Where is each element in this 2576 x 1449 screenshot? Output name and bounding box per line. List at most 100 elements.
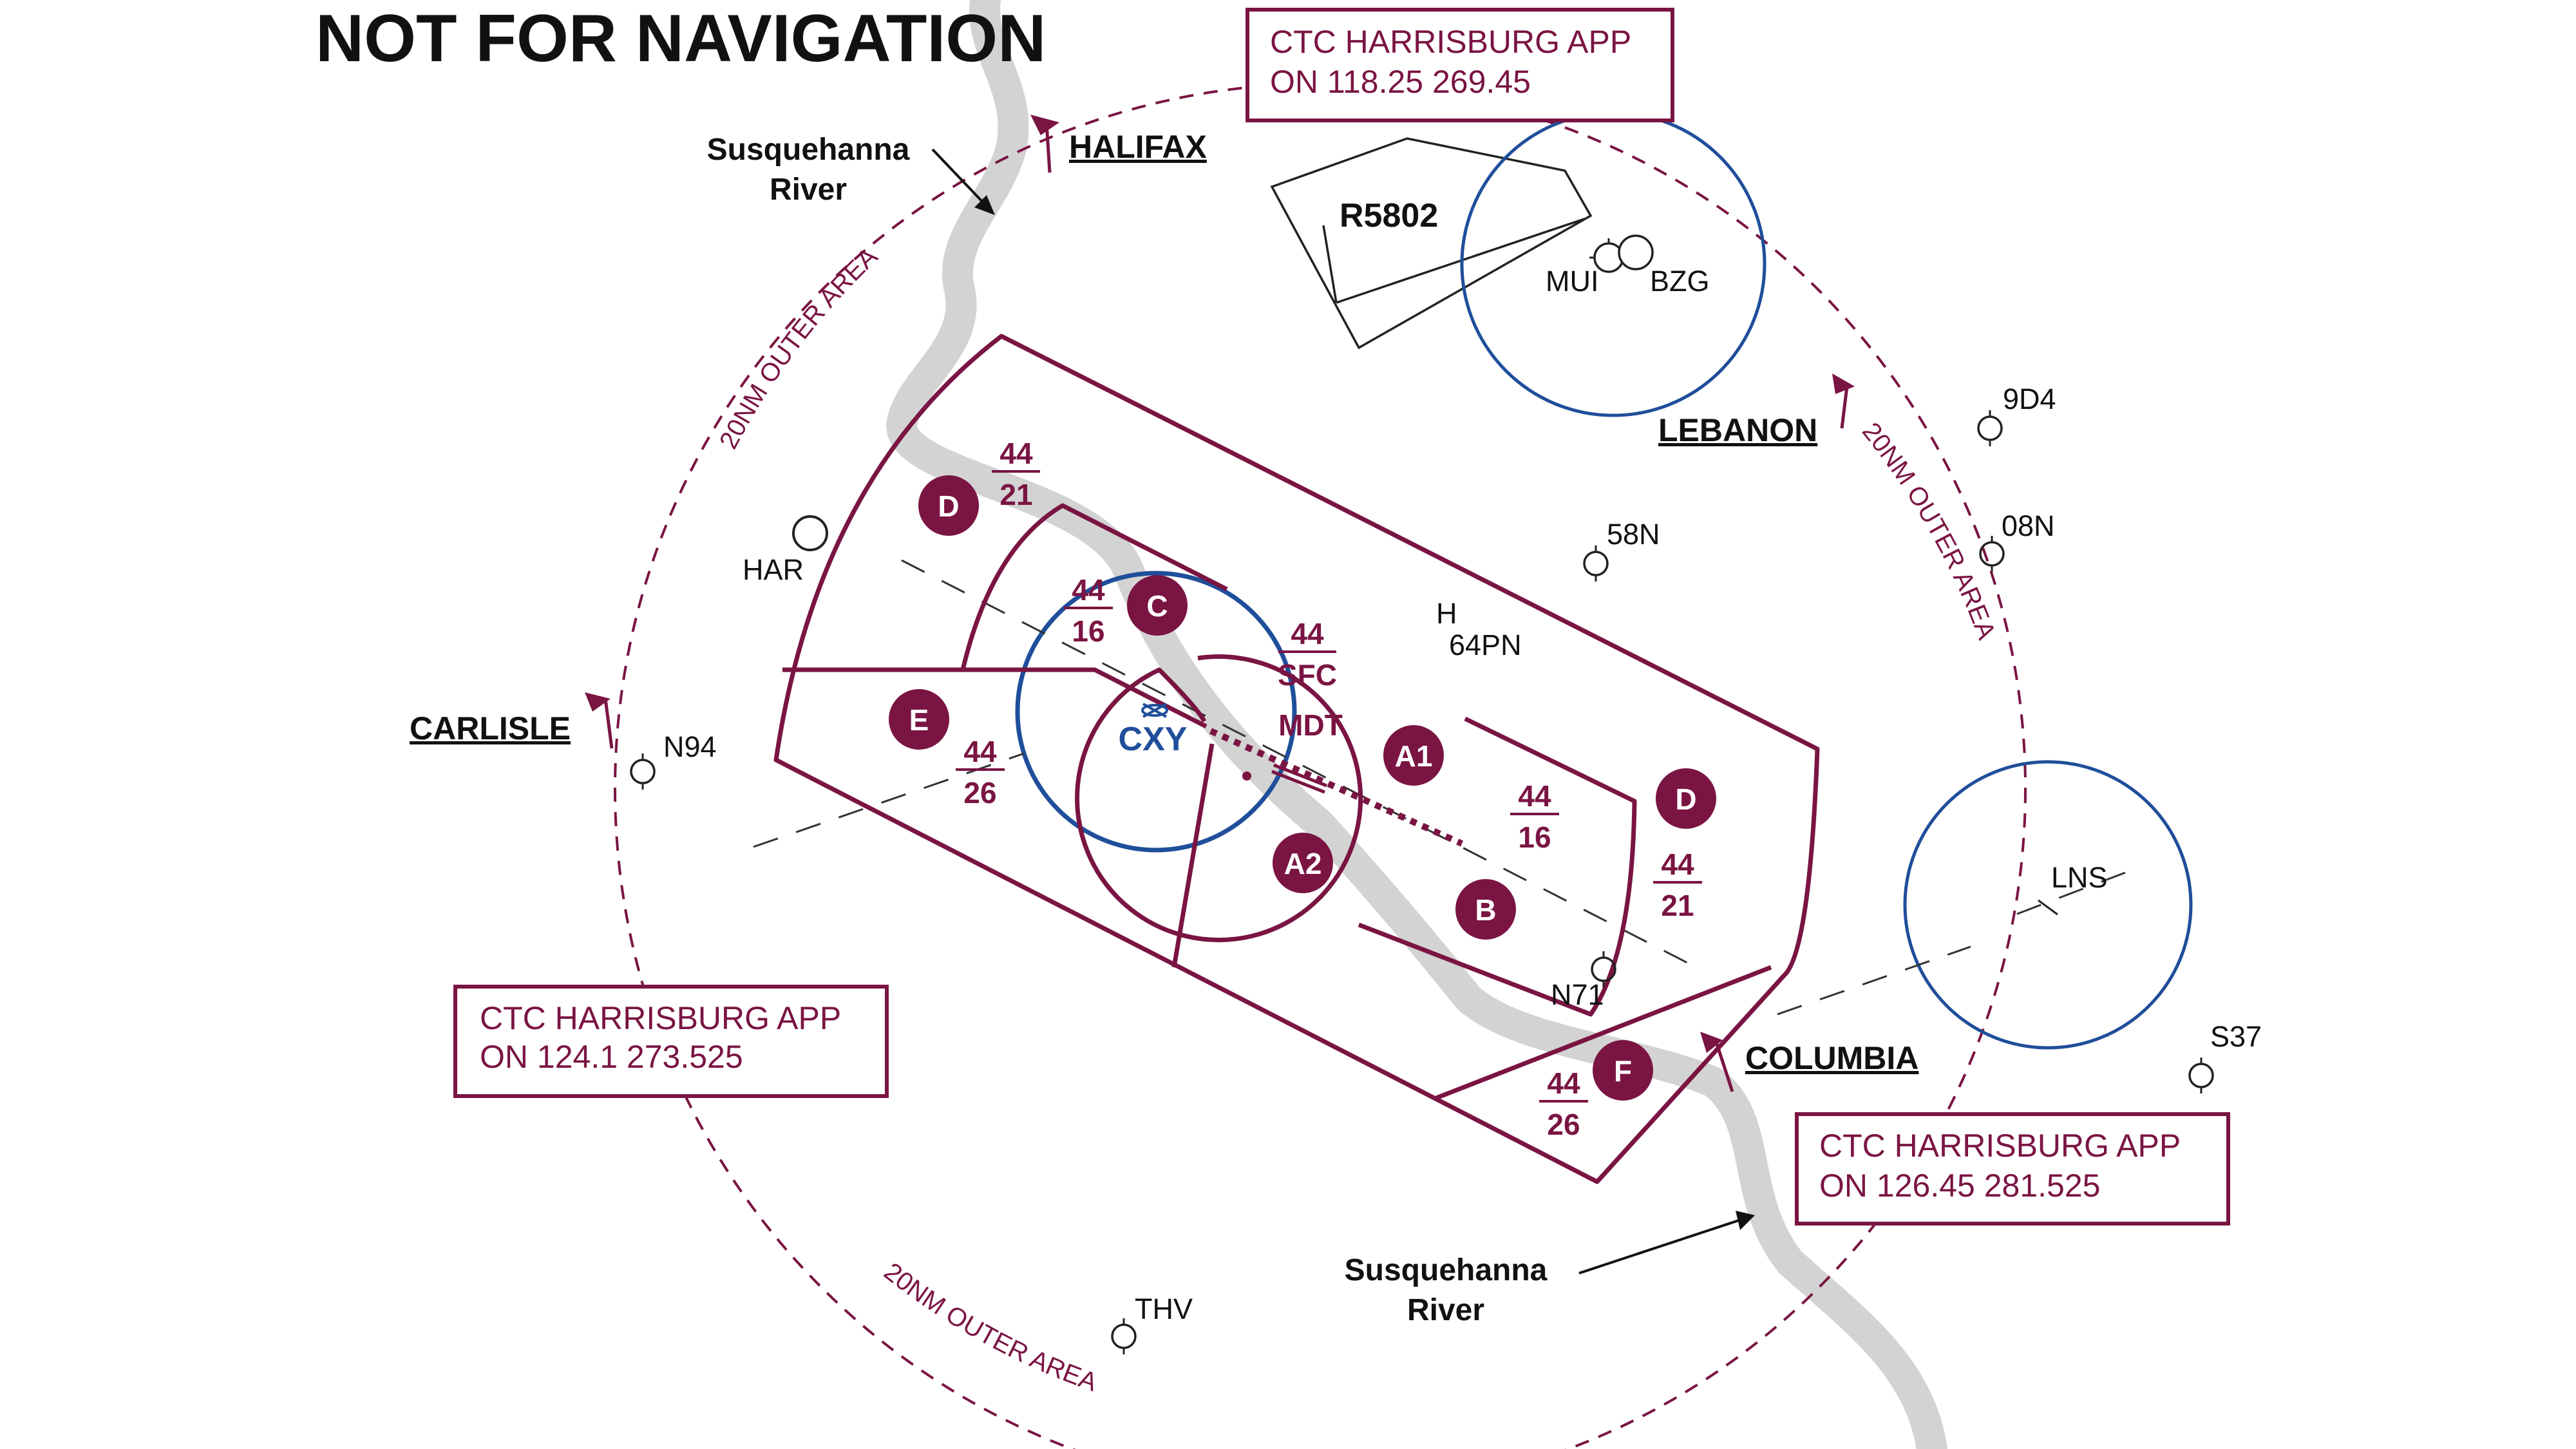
frequency-box-north: CTC HARRISBURG APP ON 118.25 269.45 xyxy=(1245,8,1674,122)
airport-lns-icon xyxy=(2038,899,2058,916)
sector-badge-a1: A1 xyxy=(1383,725,1444,786)
airport-n71-label: N71 xyxy=(1551,978,1604,1011)
f-sector-boundary xyxy=(1435,965,1772,1101)
airport-thv-icon xyxy=(1111,1318,1137,1354)
sector-badge-a2: A2 xyxy=(1273,833,1333,893)
airport-har-icon xyxy=(792,515,828,551)
altitude-d-nw: 44 21 xyxy=(992,437,1040,511)
svg-text:E: E xyxy=(909,703,929,737)
svg-text:44: 44 xyxy=(1661,848,1694,881)
sector-badge-b: B xyxy=(1455,879,1516,940)
lns-class-d-circle xyxy=(1903,760,2193,1050)
sector-badge-d-se: D xyxy=(1656,768,1716,829)
river-arrow-south xyxy=(1578,1211,1755,1274)
reporting-point-columbia: COLUMBIA xyxy=(1745,1040,1918,1076)
reporting-point-flag-columbia xyxy=(1700,1032,1734,1092)
airport-bzg-label: BZG xyxy=(1650,265,1710,298)
sector-badge-d-nw: D xyxy=(918,475,979,536)
svg-text:21: 21 xyxy=(999,478,1032,511)
altitude-center: 44 SFC xyxy=(1278,617,1337,692)
class-d-airport-label: CXY xyxy=(1119,721,1188,758)
restricted-area-r5802 xyxy=(1270,137,1593,350)
airport-har-label: HAR xyxy=(743,553,804,586)
runway-symbol-1 xyxy=(1273,763,1327,788)
airport-thv-label: THV xyxy=(1135,1293,1193,1325)
inner-core-boundary xyxy=(1075,654,1363,943)
airport-08n-label: 08N xyxy=(2002,509,2055,542)
airport-s37-label: S37 xyxy=(2210,1020,2262,1053)
restricted-area-label: R5802 xyxy=(1340,197,1438,234)
airport-mui-label: MUI xyxy=(1546,265,1599,298)
river-arrow-north xyxy=(931,148,995,215)
svg-text:A1: A1 xyxy=(1395,739,1433,773)
airport-58n-icon xyxy=(1583,545,1609,582)
runway-symbol-2 xyxy=(1271,770,1325,794)
altitude-b: 44 16 xyxy=(1510,779,1559,854)
altitude-c: 44 16 xyxy=(1064,573,1113,648)
svg-text:16: 16 xyxy=(1518,820,1551,854)
reporting-point-halifax: HALIFAX xyxy=(1069,129,1207,165)
river-label-south-line1: Susquehanna xyxy=(1345,1253,1548,1287)
svg-text:44: 44 xyxy=(999,437,1033,470)
airport-58n-label: 58N xyxy=(1607,518,1660,551)
svg-text:44: 44 xyxy=(1547,1066,1580,1100)
frequency-box-east: CTC HARRISBURG APP ON 126.45 281.525 xyxy=(1795,1112,2230,1226)
reporting-point-flag-carlisle xyxy=(585,692,614,749)
airport-n94-label: N94 xyxy=(663,730,717,763)
reporting-point-carlisle: CARLISLE xyxy=(410,710,571,746)
outer-area-circle xyxy=(614,82,2027,1449)
sector-badge-c: C xyxy=(1127,575,1188,636)
svg-text:ON 126.45 281.525: ON 126.45 281.525 xyxy=(1819,1168,2100,1204)
page-title: NOT FOR NAVIGATION xyxy=(316,1,1046,76)
svg-text:C: C xyxy=(1146,589,1168,623)
class-c-airspace xyxy=(773,334,1820,1184)
primary-airport-label: MDT xyxy=(1278,708,1343,742)
airport-9d4-icon xyxy=(1977,410,2003,446)
svg-text:SFC: SFC xyxy=(1278,658,1337,692)
airport-64pn-label: 64PN xyxy=(1449,629,1522,661)
b-sector-boundary xyxy=(1358,716,1637,1017)
svg-text:16: 16 xyxy=(1072,614,1104,648)
svg-text:44: 44 xyxy=(1518,779,1551,813)
outer-area-label-s: 20NM OUTER AREA xyxy=(878,1257,1101,1397)
airport-9d4-label: 9D4 xyxy=(2003,383,2056,415)
svg-text:F: F xyxy=(1614,1054,1632,1088)
airport-s37-icon xyxy=(2188,1057,2214,1094)
svg-text:CTC HARRISBURG APP: CTC HARRISBURG APP xyxy=(1270,24,1631,60)
heliport-symbol: H xyxy=(1436,597,1457,630)
reporting-point-lebanon: LEBANON xyxy=(1658,412,1817,448)
runway-dot xyxy=(1242,772,1251,781)
sector-badge-f: F xyxy=(1593,1040,1653,1101)
outer-area-label-nw: 20NM OUTER AREA xyxy=(714,242,883,453)
river-label-north-line1: Susquehanna xyxy=(707,133,910,167)
svg-text:21: 21 xyxy=(1661,889,1694,922)
outer-area-label-e: 20NM OUTER AREA xyxy=(1857,417,2001,643)
svg-text:26: 26 xyxy=(1547,1108,1580,1141)
susquehanna-river xyxy=(886,0,1947,1449)
svg-text:D: D xyxy=(938,489,959,523)
airport-08n-icon xyxy=(1979,536,2005,572)
svg-text:44: 44 xyxy=(1072,573,1105,607)
svg-text:A2: A2 xyxy=(1284,847,1322,880)
airport-n94-icon xyxy=(630,753,656,790)
frequency-box-west: CTC HARRISBURG APP ON 124.1 273.525 xyxy=(453,985,889,1098)
altitude-f: 44 26 xyxy=(1539,1066,1588,1141)
reporting-point-flag-lebanon xyxy=(1832,374,1855,429)
airport-lns-label: LNS xyxy=(2051,861,2108,894)
airport-n71-icon xyxy=(1591,951,1616,987)
svg-text:ON 118.25 269.45: ON 118.25 269.45 xyxy=(1270,64,1531,100)
altitude-e: 44 26 xyxy=(956,735,1005,810)
svg-text:CTC HARRISBURG APP: CTC HARRISBURG APP xyxy=(480,1000,841,1036)
svg-text:44: 44 xyxy=(1291,617,1324,650)
cxy-airport-icon xyxy=(1141,703,1168,718)
svg-text:26: 26 xyxy=(963,776,996,810)
reporting-point-flag-halifax xyxy=(1030,115,1059,173)
altitude-d-se: 44 21 xyxy=(1653,848,1702,922)
svg-text:ON 124.1 273.525: ON 124.1 273.525 xyxy=(480,1039,743,1075)
river-label-north-line2: River xyxy=(770,173,847,207)
c-sector-boundary xyxy=(960,503,1228,670)
sector-badge-e: E xyxy=(889,689,949,750)
svg-text:D: D xyxy=(1675,782,1696,816)
airport-bzg-icon xyxy=(1618,234,1654,270)
